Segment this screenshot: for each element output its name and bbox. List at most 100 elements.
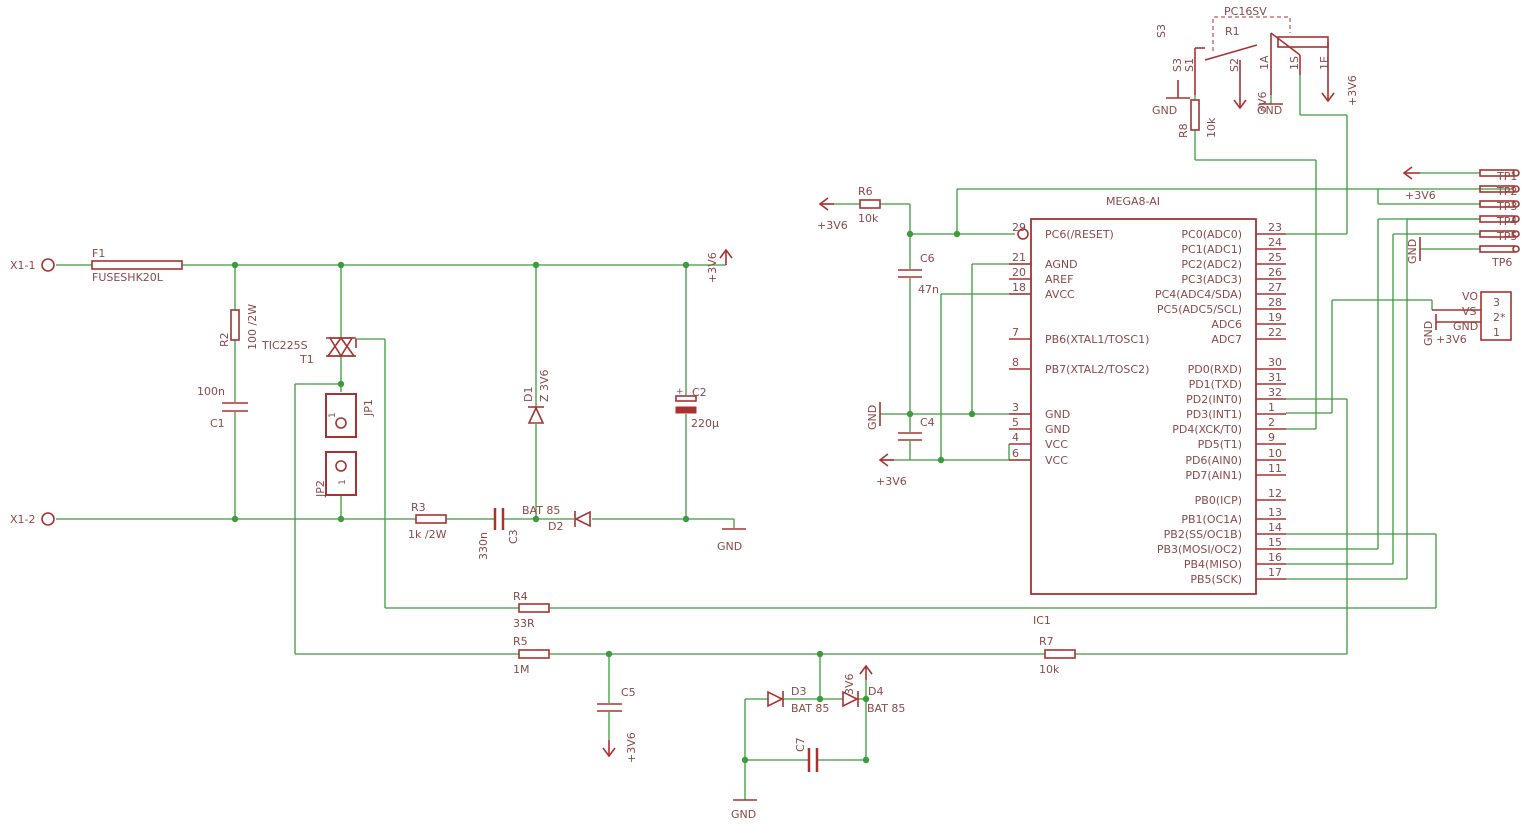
mcu-ic1: MEGA8-AI IC1 29PC6(/RESET)21AGND20AREF18…	[1009, 195, 1286, 627]
mcu-left-pins: 29PC6(/RESET)21AGND20AREF18AVCC7PB6(XTAL…	[1009, 221, 1149, 467]
svg-text:S1: S1	[1183, 58, 1196, 72]
mcu-pin-label: PC4(ADC4/SDA)	[1155, 288, 1242, 301]
mcu-pin-label: PB4(MISO)	[1184, 558, 1242, 571]
mcu-pin-number: 23	[1268, 221, 1282, 234]
resistor-r6: R6 10k	[858, 185, 881, 225]
svg-text:D3: D3	[791, 685, 806, 698]
svg-text:33R: 33R	[513, 617, 535, 630]
ground-psu: GND	[717, 528, 746, 553]
mcu-pin-number: 18	[1012, 281, 1026, 294]
svg-text:TIC225S: TIC225S	[261, 339, 308, 352]
svg-text:JP2: JP2	[314, 480, 327, 498]
mcu-pin-label: PD4(XCK/T0)	[1172, 423, 1242, 436]
mcu-pin-label: PC5(ADC5/SCL)	[1157, 303, 1242, 316]
mcu-pin-label: PD6(AIN0)	[1185, 454, 1242, 467]
mcu-right-pins: 23PC0(ADC0)24PC1(ADC1)25PC2(ADC2)26PC3(A…	[1155, 221, 1286, 586]
svg-text:Z 3V6: Z 3V6	[538, 369, 551, 402]
svg-text:1k /2W: 1k /2W	[408, 528, 447, 541]
mcu-pin-number: 16	[1268, 551, 1282, 564]
mcu-pin-label: PB3(MOSI/OC2)	[1157, 543, 1242, 556]
mcu-pin-number: 14	[1268, 521, 1282, 534]
mcu-pin-label: PB2(SS/OC1B)	[1164, 528, 1242, 541]
svg-text:C3: C3	[507, 529, 520, 544]
svg-text:10k: 10k	[1039, 663, 1060, 676]
svg-text:F1: F1	[92, 247, 105, 260]
svg-text:2: 2	[1493, 311, 1500, 324]
mcu-pin-number: 10	[1268, 447, 1282, 460]
svg-text:S3: S3	[1155, 24, 1168, 38]
svg-text:47n: 47n	[918, 283, 939, 296]
mcu-pin-label: PD7(AIN1)	[1185, 469, 1242, 482]
svg-text:VS: VS	[1462, 305, 1477, 318]
svg-text:X1-1: X1-1	[10, 259, 36, 272]
mcu-pin-label: PC3(ADC3)	[1181, 273, 1242, 286]
svg-text:VO: VO	[1462, 290, 1478, 303]
svg-text:C2: C2	[692, 386, 707, 399]
svg-text:+3V6: +3V6	[876, 475, 907, 488]
mcu-pin-label: PD0(RXD)	[1188, 363, 1242, 376]
svg-text:TP5: TP5	[1496, 230, 1517, 243]
mcu-pin-number: 27	[1268, 281, 1282, 294]
svg-text:1E: 1E	[1318, 56, 1331, 70]
svg-text:R7: R7	[1039, 635, 1054, 648]
mcu-pin-number: 7	[1012, 326, 1019, 339]
svg-text:3V6: 3V6	[843, 673, 856, 695]
svg-text:TP2: TP2	[1496, 185, 1517, 198]
mcu-pin-number: 13	[1268, 506, 1282, 519]
diode-d1: D1 Z 3V6	[522, 369, 551, 424]
mcu-pin-label: PC0(ADC0)	[1181, 228, 1242, 241]
svg-text:R3: R3	[411, 501, 426, 514]
jumper-jp2: 1 JP2	[314, 451, 357, 498]
mcu-pin-label: PD5(T1)	[1198, 438, 1242, 451]
svg-text:3V6: 3V6	[1256, 91, 1269, 113]
mcu-pin-label: PB6(XTAL1/TOSC1)	[1045, 333, 1149, 346]
capacitor-c6: C6 47n	[898, 252, 939, 296]
mcu-pin-label: PC6(/RESET)	[1045, 228, 1114, 241]
svg-text:JP1: JP1	[362, 399, 375, 417]
mcu-pin-label: PD2(INT0)	[1186, 393, 1242, 406]
svg-text:R2: R2	[218, 332, 231, 347]
capacitor-c4: C4	[898, 416, 935, 441]
mcu-pin-label: PC1(ADC1)	[1181, 243, 1242, 256]
mcu-pin-label: PC2(ADC2)	[1181, 258, 1242, 271]
mcu-pin-number: 32	[1268, 386, 1282, 399]
svg-text:R6: R6	[858, 185, 873, 198]
connector-x1-2: X1-2	[10, 512, 55, 526]
svg-text:10k: 10k	[1205, 117, 1218, 138]
svg-text:PC16SV: PC16SV	[1224, 5, 1267, 18]
svg-text:T1: T1	[299, 353, 314, 366]
svg-text:GND: GND	[1152, 104, 1177, 117]
mcu-pin-number: 22	[1268, 326, 1282, 339]
capacitor-c3: 330n C3	[477, 508, 520, 560]
mcu-pin-label: ADC6	[1211, 318, 1242, 331]
svg-text:C1: C1	[210, 417, 225, 430]
triac-t1: TIC225S T1	[261, 336, 357, 366]
svg-text:BAT 85: BAT 85	[867, 702, 905, 715]
mcu-pin-label: PB5(SCK)	[1190, 573, 1242, 586]
svg-text:R8: R8	[1177, 123, 1190, 138]
mcu-pin-number: 6	[1012, 447, 1019, 460]
diode-d4: D4 BAT 85	[842, 685, 905, 715]
svg-text:BAT 85: BAT 85	[522, 504, 560, 517]
svg-text:330n: 330n	[477, 532, 490, 560]
resistor-r4: R4 33R	[513, 590, 550, 630]
capacitor-c5: C5 +3V6	[597, 686, 638, 763]
capacitor-c2: + C2 220µ	[675, 386, 719, 430]
svg-text:+3V6: +3V6	[706, 252, 719, 283]
mcu-pin-number: 20	[1012, 266, 1026, 279]
svg-text:1: 1	[1493, 326, 1500, 339]
wires	[56, 75, 1519, 800]
